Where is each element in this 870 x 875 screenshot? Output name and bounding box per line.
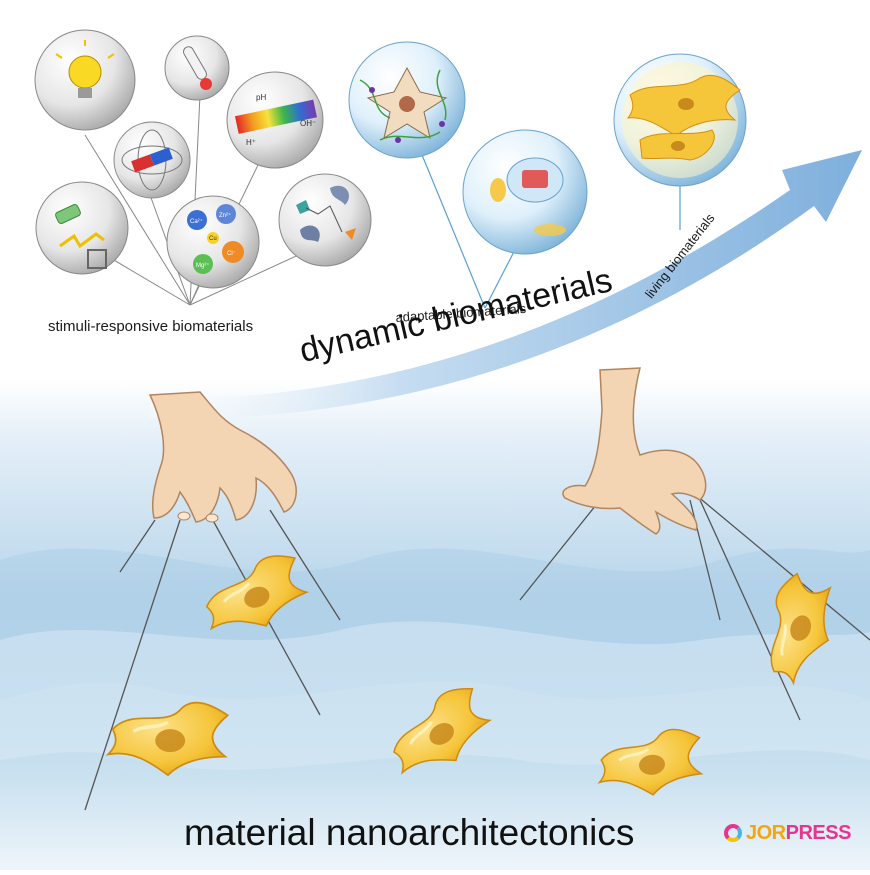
bubble-biomolecules	[278, 173, 372, 267]
bubble-living	[613, 53, 747, 187]
dynamic-arrow	[150, 150, 862, 419]
svg-text:Cl⁻: Cl⁻	[227, 251, 236, 257]
svg-text:Mg²⁺: Mg²⁺	[196, 262, 210, 269]
bubble-magnetic	[113, 121, 191, 199]
label-material-nanoarchitectonics: material nanoarchitectonics	[184, 812, 635, 853]
svg-text:H⁺: H⁺	[246, 138, 256, 147]
hand-left	[148, 391, 297, 523]
svg-text:pH: pH	[256, 93, 266, 102]
publisher-logo: JORPRESS	[724, 820, 851, 846]
bubble-electric	[35, 181, 129, 275]
svg-text:Cu: Cu	[209, 236, 217, 242]
svg-text:Zn²⁺: Zn²⁺	[219, 212, 231, 219]
bubble-ions: Ca²⁺ Zn²⁺ Cu Cl⁻ Mg²⁺	[166, 195, 260, 289]
bubble-adaptable-cell	[348, 41, 466, 159]
hand-right	[562, 367, 707, 535]
logo-ring-icon	[724, 824, 742, 842]
svg-text:OH⁻: OH⁻	[300, 119, 316, 128]
label-stimuli-responsive: stimuli-responsive biomaterials	[48, 318, 254, 335]
bubble-ph: pH H⁺ OH⁻	[226, 71, 324, 169]
svg-text:Ca²⁺: Ca²⁺	[190, 218, 203, 225]
bubble-light	[34, 29, 136, 131]
bubble-temperature	[164, 35, 230, 101]
bubble-adaptable-capsule	[462, 129, 588, 255]
